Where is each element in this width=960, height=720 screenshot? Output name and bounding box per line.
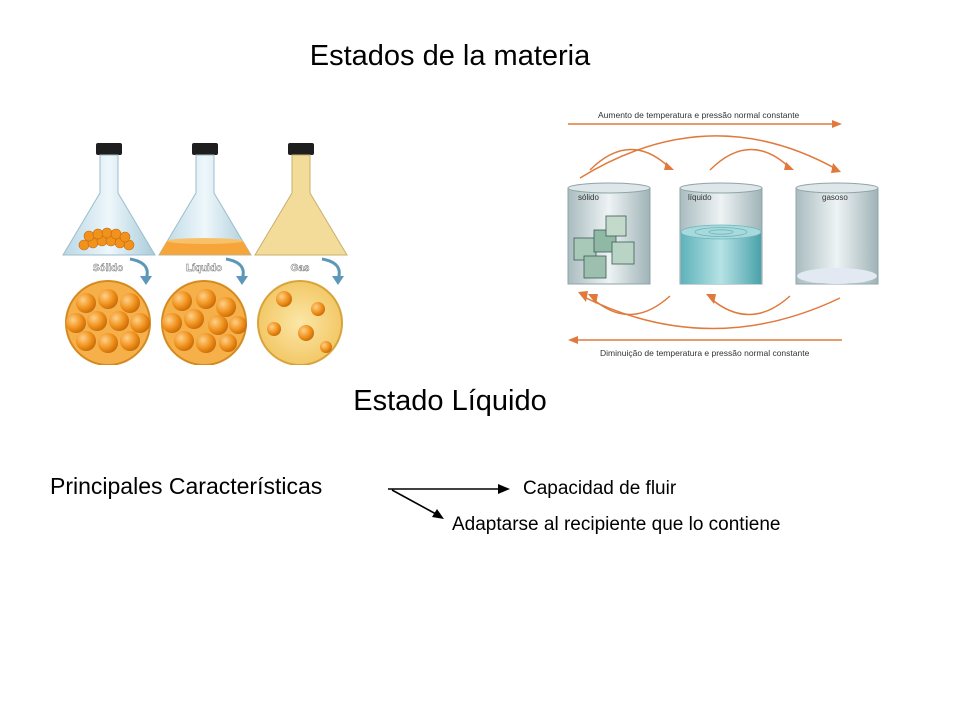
states-of-matter-flasks-illustration: Sólido Líquido Gas [62,143,348,365]
beaker-gas [795,182,879,285]
characteristic-flow: Capacidad de fluir [523,478,677,499]
arrow-to-adapt [391,489,437,515]
cooling-arrows [581,295,841,330]
label-liquido: Líquido [186,263,222,274]
label-beaker-solido: sólido [578,193,599,202]
particles-solid [65,280,151,365]
particles-liquid [161,280,247,365]
label-beaker-gasoso: gasoso [822,193,848,202]
beaker-liquid [679,182,763,285]
flask-gas [254,143,348,256]
particles-gas [257,280,343,365]
flask-solid [62,143,156,256]
beaker-solid [567,182,651,285]
label-solido: Sólido [93,263,124,274]
flask-liquid [158,143,252,256]
label-gas: Gas [291,263,310,274]
state-change-beakers-illustration: Aumento de temperatura e pressão normal … [567,110,879,358]
slide-title: Estados de la materia [309,40,591,72]
top-caption: Aumento de temperatura e pressão normal … [598,110,800,120]
heating-arrows [579,135,839,179]
label-beaker-liquido: líquido [688,193,712,202]
section-subtitle: Estado Líquido [353,385,547,417]
characteristic-adapt: Adaptarse al recipiente que lo contiene [452,514,781,535]
main-characteristics-label: Principales Características [50,473,323,499]
bottom-caption: Diminuição de temperatura e pressão norm… [600,348,810,358]
